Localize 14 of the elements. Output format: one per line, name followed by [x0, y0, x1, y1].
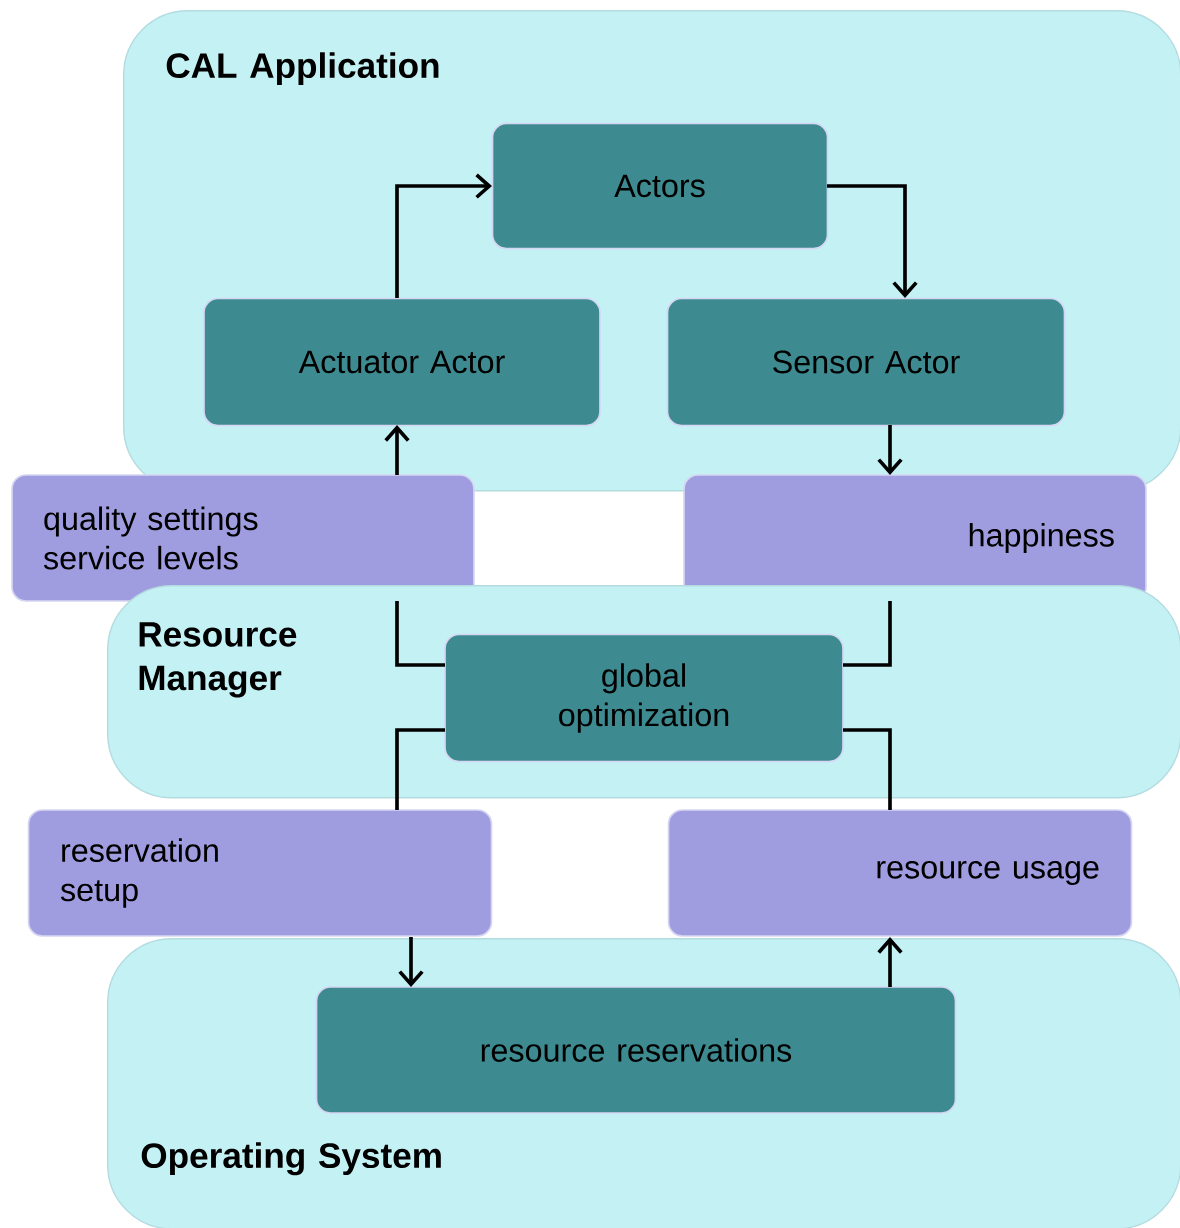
process-box: global optimization: [444, 633, 844, 763]
arrow: [827, 184, 918, 298]
data-box: resource usage: [667, 809, 1133, 937]
process-box: resource reservations: [315, 986, 957, 1114]
process-box: Sensor Actor: [666, 297, 1066, 427]
arrow: [384, 425, 410, 475]
data-box: reservation setup: [27, 809, 493, 937]
process-box: Actors: [491, 122, 829, 250]
arrow: [398, 937, 424, 987]
arrow: [877, 937, 903, 987]
process-box: Actuator Actor: [203, 297, 601, 427]
arrow: [877, 425, 903, 475]
data-box: quality settings service levels: [11, 474, 475, 602]
arrow: [395, 173, 492, 298]
